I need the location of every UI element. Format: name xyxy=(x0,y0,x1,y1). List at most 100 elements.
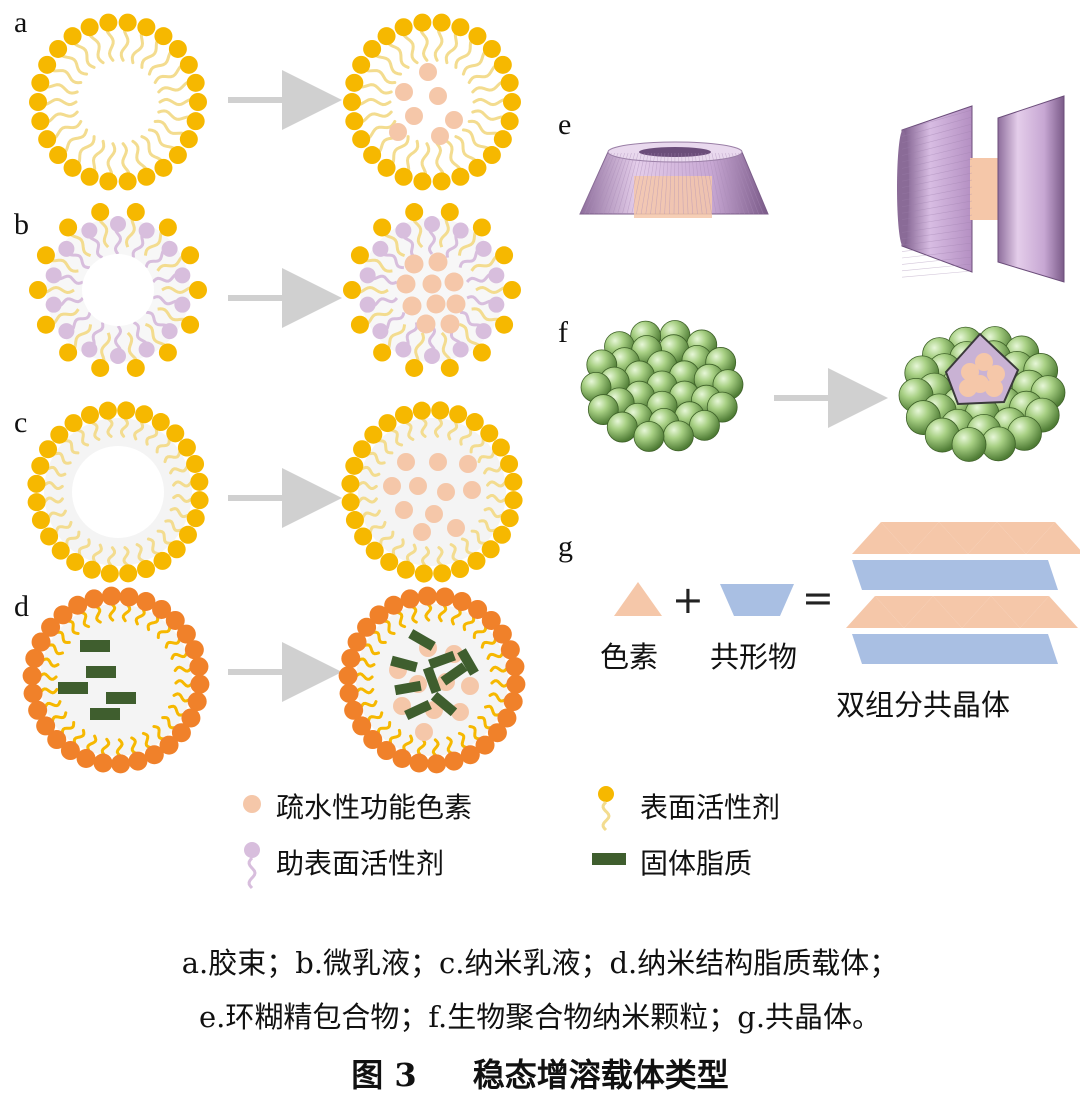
surfactant-head xyxy=(503,692,523,712)
surfactant-head xyxy=(80,18,99,37)
surfactant-head xyxy=(343,93,361,111)
surfactant-head xyxy=(394,405,413,424)
surfactant-head xyxy=(158,218,177,237)
cosurfactant-head xyxy=(45,296,62,313)
cocrystal-triangle xyxy=(875,596,933,628)
pigment-dot xyxy=(429,87,447,105)
cosurfactant-head xyxy=(110,348,126,364)
surfactant-head xyxy=(500,509,519,528)
cosurfactant-head xyxy=(174,267,191,284)
surfactant-head xyxy=(176,624,196,644)
droplet-core xyxy=(358,418,506,566)
surfactant-head xyxy=(39,440,58,459)
surfactant-head xyxy=(76,748,96,768)
cone-ridge xyxy=(738,152,764,215)
surfactant-head xyxy=(497,708,517,728)
surfactant-head xyxy=(339,683,359,703)
legend-surfactant-tail xyxy=(601,800,611,832)
surfactant-head xyxy=(414,564,433,583)
panel-label-g: g xyxy=(558,530,573,563)
cosurfactant-head xyxy=(475,323,492,340)
cone-ridge xyxy=(669,152,672,215)
surfactant-head xyxy=(427,754,447,774)
pigment-dot xyxy=(461,677,479,695)
cone-ridge xyxy=(901,200,973,214)
cone-ridge xyxy=(607,152,629,215)
surfactant-head xyxy=(36,716,56,736)
surfactant-head xyxy=(28,700,48,720)
cone-ridge xyxy=(714,152,731,215)
surfactant-head xyxy=(378,414,397,433)
legend-surfactant-icon xyxy=(598,786,614,802)
cosurfactant-head xyxy=(45,267,62,284)
surfactant-head xyxy=(152,599,172,619)
pigment-label: 色素 xyxy=(600,640,659,674)
panel-b-microemulsion xyxy=(29,203,521,377)
surfactant-head xyxy=(377,158,396,177)
pigment-dot xyxy=(415,723,433,741)
surfactant-head xyxy=(467,551,486,570)
cosurfactant-head xyxy=(395,222,412,239)
surfactant-head xyxy=(409,753,429,773)
cosurfactant-head xyxy=(488,267,505,284)
cone-ridge xyxy=(901,144,973,163)
surfactant-head xyxy=(49,146,68,165)
cosurfactant-head xyxy=(475,240,492,257)
surfactant-head xyxy=(373,343,392,362)
surfactant-head xyxy=(68,595,88,615)
plus-sign: + xyxy=(672,578,704,622)
cone-ridge xyxy=(901,235,973,246)
cyclodextrin-half-right xyxy=(997,95,1065,283)
cone-ridge xyxy=(589,152,615,215)
surfactant-head xyxy=(181,315,200,334)
surfactant-head xyxy=(166,424,185,443)
surfactant-head xyxy=(468,158,487,177)
surfactant-head xyxy=(493,55,512,74)
cone-ridge xyxy=(724,152,745,215)
legend-surfactant-label: 表面活性剂 xyxy=(640,791,781,824)
surfactant-head xyxy=(345,511,364,530)
surfactant-head xyxy=(40,527,59,546)
surfactant-head xyxy=(137,560,156,579)
pigment-dot xyxy=(395,501,413,519)
pigment-dot xyxy=(389,123,407,141)
solid-lipid xyxy=(394,680,422,696)
panel-label-f: f xyxy=(558,316,568,349)
cosurfactant-head xyxy=(452,341,469,358)
surfactant-head xyxy=(99,172,118,191)
surfactant-head xyxy=(51,541,70,560)
surfactant-head xyxy=(29,93,47,111)
surfactant-head xyxy=(373,218,392,237)
cone-ridge xyxy=(654,152,662,215)
cone-ridge xyxy=(579,152,609,215)
surfactant-head xyxy=(357,617,377,637)
surfactant-head xyxy=(491,438,510,457)
cone-ridge xyxy=(901,158,973,176)
surfactant-head xyxy=(480,424,499,443)
surfactant-head xyxy=(82,560,101,579)
surfactant-head xyxy=(413,13,432,32)
surfactant-head xyxy=(487,723,507,743)
droplet-core xyxy=(40,604,192,756)
surfactant-head xyxy=(181,246,200,265)
surfactant-head xyxy=(405,358,424,377)
cocrystal-triangle xyxy=(962,596,1020,628)
cone-ridge xyxy=(688,152,694,215)
pigment-dot xyxy=(409,477,427,495)
panel-label-b: b xyxy=(14,208,29,241)
surfactant-head xyxy=(181,708,201,728)
surfactant-head xyxy=(119,587,139,607)
surfactant-head xyxy=(168,39,187,58)
surfactant-head xyxy=(63,27,82,46)
pigment-dot xyxy=(961,363,979,381)
cone-ridge xyxy=(691,152,698,215)
cosurfactant-head xyxy=(174,296,191,313)
surfactant-head xyxy=(31,632,51,652)
panel-d-nlc xyxy=(22,586,526,774)
surfactant-head xyxy=(144,745,164,765)
surfactant-head xyxy=(136,592,156,612)
surfactant-head xyxy=(352,716,372,736)
surfactant-head xyxy=(451,18,470,37)
cocrystal-trapezoid xyxy=(996,634,1058,664)
